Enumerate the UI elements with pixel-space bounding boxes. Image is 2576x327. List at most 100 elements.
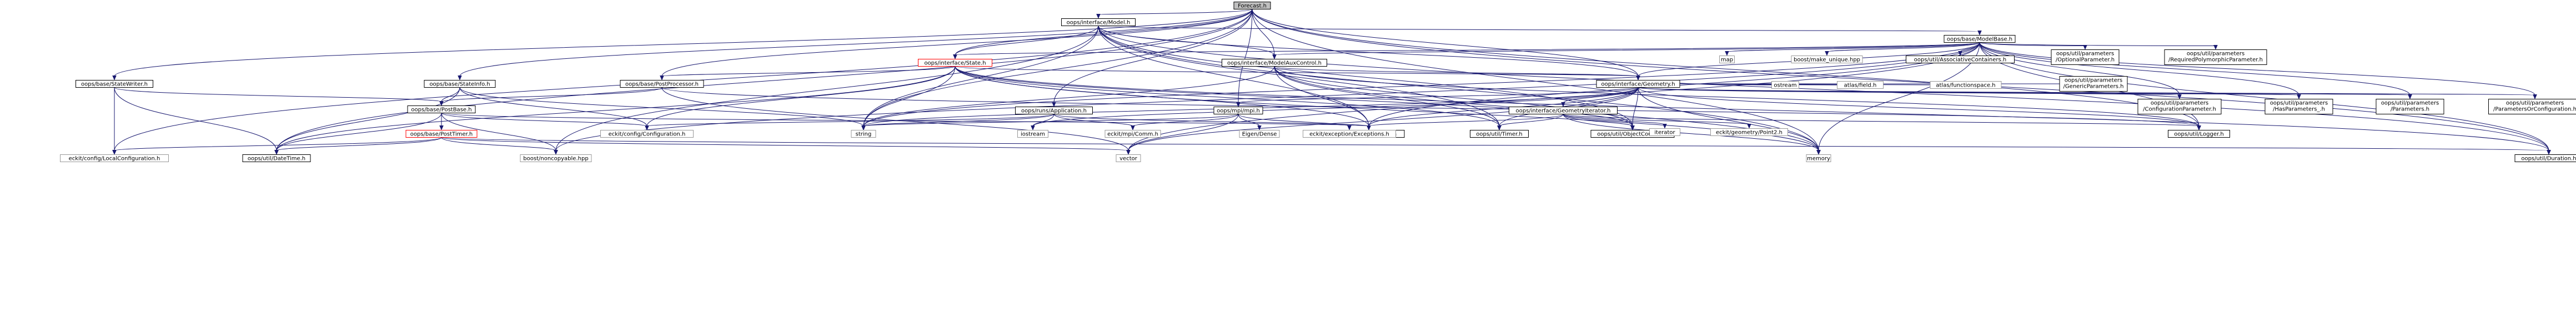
node-optparam[interactable]: oops/util/parameters/OptionalParameter.h xyxy=(2051,49,2120,65)
node-memory: memory xyxy=(1806,154,1831,162)
edge-geomiter-to-printable xyxy=(1368,114,1564,127)
edge-modelaux-to-objectcounter xyxy=(1274,66,1633,127)
file-nodes: Forecast.h oops/interface/Model.h oops/bas… xyxy=(60,2,2576,162)
edge-geometry-to-geomiter xyxy=(1563,87,1639,103)
node-string: string xyxy=(851,130,876,138)
node-postprocessor[interactable]: oops/base/PostProcessor.h xyxy=(620,80,704,88)
node-hasparams[interactable]: oops/util/parameters/HasParameters_.h xyxy=(2264,99,2333,114)
edge-stateinfo-to-string xyxy=(459,87,864,127)
edge-modelbase-to-parameters xyxy=(1979,42,2411,95)
edge-modelaux-to-string xyxy=(863,66,1275,127)
node-duration[interactable]: oops/util/Duration.h xyxy=(2514,154,2576,162)
arrowhead-oopsmpi-to-string xyxy=(861,125,866,130)
arrowhead-state-to-postprocessor xyxy=(660,76,664,81)
node-box xyxy=(620,80,704,88)
edge-geometry-to-memory xyxy=(1638,87,1819,151)
node-label: /ParametersOrConfiguration.h xyxy=(2493,107,2576,113)
node-datetime[interactable]: oops/util/DateTime.h xyxy=(242,154,311,162)
edge-modelbase-to-state xyxy=(955,42,1980,56)
node-paramsorconfig[interactable]: oops/util/parameters/ParametersOrConfigu… xyxy=(2488,99,2576,114)
edge-state-to-datetime xyxy=(276,66,956,151)
node-model[interactable]: oops/interface/Model.h xyxy=(1061,18,1136,26)
node-genericparams[interactable]: oops/util/parameters/GenericParameters.h xyxy=(2059,76,2128,92)
node-vector: vector xyxy=(1116,154,1141,162)
node-label: oops/interface/Model.h xyxy=(1067,20,1131,26)
node-modelaux[interactable]: oops/interface/ModelAuxControl.h xyxy=(1222,59,1327,67)
arrowhead-forecast-to-model xyxy=(1096,14,1101,19)
node-configparam[interactable]: oops/util/parameters/ConfigurationParame… xyxy=(2137,99,2222,114)
edge-posttimer-to-duration xyxy=(441,137,2549,151)
node-reqpoly[interactable]: oops/util/parameters/RequiredPolymorphic… xyxy=(2164,49,2267,65)
edge-oopsmpi-to-comm xyxy=(1132,114,1239,127)
node-statewriter[interactable]: oops/base/StateWriter.h xyxy=(76,80,153,88)
node-box xyxy=(1771,81,1799,89)
edge-postbase-to-datetime xyxy=(276,113,442,151)
node-modelbase[interactable]: oops/base/ModelBase.h xyxy=(1944,35,2016,43)
node-application[interactable]: oops/runs/Application.h xyxy=(1015,107,1093,114)
node-point2: eckit/geometry/Point2.h xyxy=(1710,128,1788,136)
node-label: eckit/geometry/Point2.h xyxy=(1716,130,1782,136)
node-label: /HasParameters_.h xyxy=(2273,107,2325,113)
arrowhead-modelbase-to-map xyxy=(1725,51,1729,56)
node-box xyxy=(1116,154,1141,162)
node-box xyxy=(1239,130,1280,138)
node-label: oops/base/PostBase.h xyxy=(411,107,471,113)
edge-model-to-noncopyable xyxy=(555,26,1099,151)
edge-modelbase-to-makeunique xyxy=(1826,42,1980,52)
node-label: iostream xyxy=(1021,132,1045,138)
edge-posttimer-to-noncopyable xyxy=(441,137,556,151)
node-parameters[interactable]: oops/util/parameters/Parameters.h xyxy=(2376,99,2444,114)
arrowhead-model-to-modelbase xyxy=(1977,31,1982,36)
arrowhead-forecast-to-application xyxy=(1052,102,1056,107)
node-label: oops/util/Timer.h xyxy=(1476,132,1523,138)
node-timer[interactable]: oops/util/Timer.h xyxy=(1470,130,1529,138)
node-oopsmpi[interactable]: oops/mpi/mpi.h xyxy=(1213,107,1263,114)
node-box xyxy=(1837,81,1884,89)
node-box xyxy=(2168,130,2230,138)
edge-postprocessor-to-postbase xyxy=(441,87,662,102)
node-label: eckit/config/LocalConfiguration.h xyxy=(69,156,160,162)
node-forecast[interactable]: Forecast.h xyxy=(1233,2,1271,9)
node-stateinfo[interactable]: oops/base/StateInfo.h xyxy=(424,80,496,88)
edge-state-to-string xyxy=(863,66,956,127)
edge-state-to-duration xyxy=(955,66,2549,151)
arrowhead-oopsmpi-to-eigendense xyxy=(1257,125,1262,130)
node-geomiter[interactable]: oops/interface/GeometryIterator.h xyxy=(1509,107,1618,114)
node-label: map xyxy=(1721,57,1733,63)
arrowhead-posttimer-to-datetime xyxy=(274,150,279,155)
arrowhead-posttimer-to-duration xyxy=(2547,150,2551,155)
edge-model-to-memory xyxy=(1098,26,1819,151)
edge-geomiter-to-objectcounter xyxy=(1563,114,1633,127)
arrowhead-oopsmpi-to-comm xyxy=(1131,125,1135,130)
node-postbase[interactable]: oops/base/PostBase.h xyxy=(407,105,476,113)
edge-forecast-to-statewriter xyxy=(114,9,1253,77)
edge-model-to-modelbase xyxy=(1098,26,1980,32)
arrowhead-posttimer-to-localconfig xyxy=(112,150,117,155)
node-localconfig: eckit/config/LocalConfiguration.h xyxy=(60,154,169,162)
edge-forecast-to-datetime xyxy=(276,9,1253,151)
edge-geometry-to-logger xyxy=(1638,87,2200,127)
edge-modelbase-to-optparam xyxy=(1979,42,2086,46)
node-box xyxy=(2137,99,2222,114)
edge-forecast-to-application xyxy=(1053,9,1253,103)
edge-oopsmpi-to-string xyxy=(863,114,1239,127)
node-box xyxy=(1930,81,2002,89)
edge-forecast-to-model xyxy=(1098,9,1253,15)
edge-postbase-to-noncopyable xyxy=(441,113,556,151)
edge-geometry-to-objectcounter xyxy=(1632,87,1639,127)
node-state[interactable]: oops/interface/State.h xyxy=(918,59,992,67)
node-box xyxy=(2514,154,2576,162)
node-label: ostream xyxy=(1774,83,1796,89)
edge-state-to-postprocessor xyxy=(661,66,956,77)
edge-model-to-timer xyxy=(1098,26,1500,127)
arrowhead-geometry-to-paramsorconfig xyxy=(2533,94,2537,99)
edge-geomiter-to-memory xyxy=(1563,114,1819,151)
node-label: oops/util/Duration.h xyxy=(2521,156,2576,162)
node-logger[interactable]: oops/util/Logger.h xyxy=(2168,130,2230,138)
edge-forecast-to-string xyxy=(863,9,1253,127)
node-geometry[interactable]: oops/interface/Geometry.h xyxy=(1596,80,1680,88)
node-label: oops/interface/GeometryIterator.h xyxy=(1515,108,1610,114)
node-assoccont[interactable]: oops/util/AssociativeContainers.h xyxy=(1906,56,2015,63)
node-posttimer[interactable]: oops/base/PostTimer.h xyxy=(405,130,478,138)
